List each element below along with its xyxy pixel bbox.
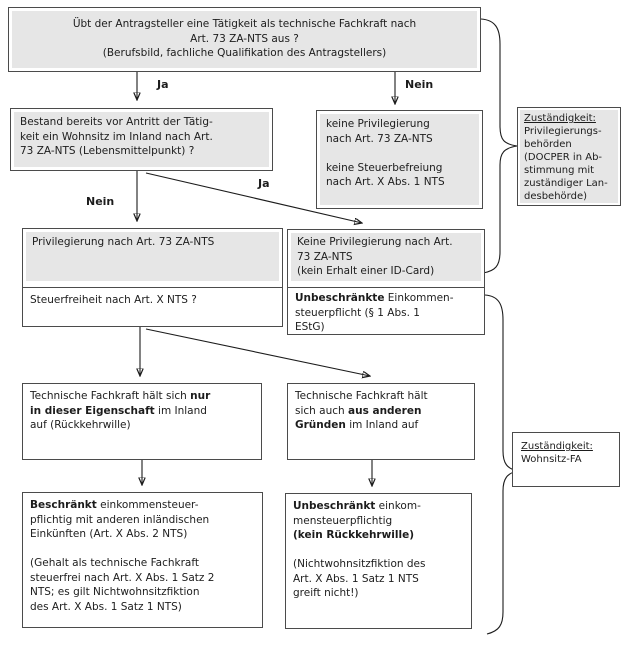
edge-label-ja-top: Ja — [157, 78, 169, 91]
node-keine-privilegierung-id-section: Keine Privilegierung nach Art.73 ZA-NTS(… — [288, 233, 484, 287]
node-wohnsitz-frage-text: Bestand bereits vor Antritt der Tätig-ke… — [14, 112, 269, 167]
annotation-wohnsitz-fa-text: Zuständigkeit:Wohnsitz-FA — [521, 441, 593, 465]
node-wohnsitz-frage: Bestand bereits vor Antritt der Tätig-ke… — [10, 108, 273, 171]
edge-label-nein-mid: Nein — [86, 195, 115, 208]
node-steuerfreiheit-frage-text: Steuerfreiheit nach Art. X NTS ? — [23, 287, 282, 326]
node-privilegierung-steuerfreiheit: Privilegierung nach Art. 73 ZA-NTS Steue… — [22, 228, 283, 327]
node-unbeschraenkt-pflichtig: Unbeschränkt einkom-mensteuerpflichtig(k… — [285, 493, 472, 629]
node-privilegierung-section: Privilegierung nach Art. 73 ZA-NTS — [23, 232, 282, 287]
brace-privilegierungsbehoerden — [480, 18, 518, 274]
annotation-privilegierungsbehoerden: Zuständigkeit:Privilegierungs-behörden(D… — [517, 107, 621, 206]
edge-label-nein-top: Nein — [405, 78, 434, 91]
node-keine-privilegierung-id-text: Keine Privilegierung nach Art.73 ZA-NTS(… — [291, 233, 481, 281]
node-unbeschraenkte-est-pflicht-text: Unbeschränkte Einkommen-steuerpflicht (§… — [288, 287, 484, 334]
arrow-to-andere-gruende — [145, 328, 370, 376]
node-question-taetigkeit-text: Übt der Antragsteller eine Tätigkeit als… — [12, 11, 477, 68]
edge-label-ja-mid: Ja — [258, 177, 270, 190]
node-keine-privilegierung-id-card: Keine Privilegierung nach Art.73 ZA-NTS(… — [287, 229, 485, 335]
node-unbeschraenkt-pflichtig-text: Unbeschränkt einkom-mensteuerpflichtig(k… — [293, 500, 426, 599]
annotation-wohnsitz-fa: Zuständigkeit:Wohnsitz-FA — [512, 432, 620, 487]
node-question-taetigkeit: Übt der Antragsteller eine Tätigkeit als… — [8, 7, 481, 72]
node-privilegierung-text: Privilegierung nach Art. 73 ZA-NTS — [26, 232, 279, 281]
node-beschraenkt-pflichtig-text: Beschränkt einkommensteuer-pflichtig mit… — [30, 499, 215, 613]
node-beschraenkt-pflichtig: Beschränkt einkommensteuer-pflichtig mit… — [22, 492, 263, 628]
annotation-privilegierungsbehoerden-text: Zuständigkeit:Privilegierungs-behörden(D… — [520, 110, 618, 203]
